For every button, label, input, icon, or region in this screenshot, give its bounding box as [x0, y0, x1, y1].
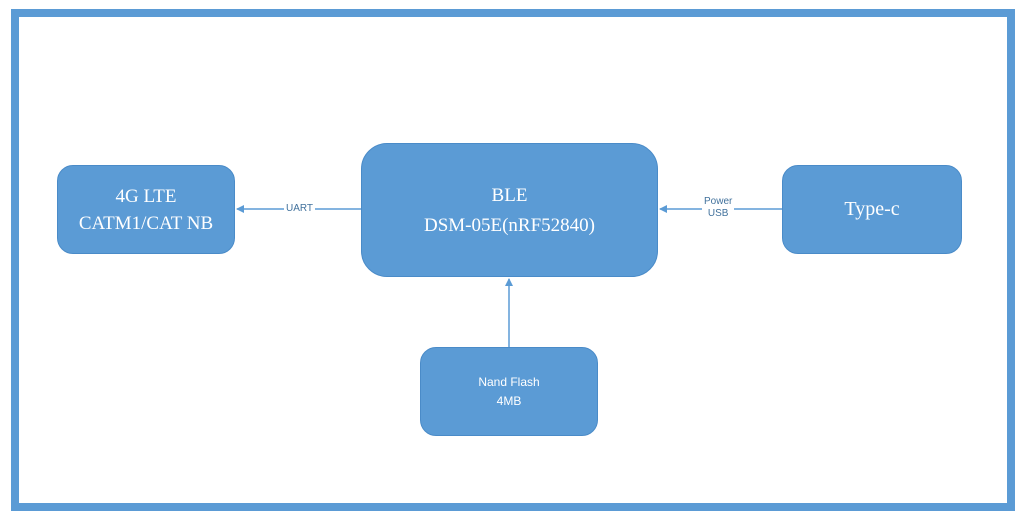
power-usb-label: Power USB	[702, 196, 735, 220]
power-label: Power	[704, 196, 733, 207]
ble-title: BLE	[491, 184, 528, 206]
usb-label: USB	[707, 208, 729, 219]
lte-module-block: 4G LTE CATM1/CAT NB	[57, 165, 235, 254]
lte-title: 4G LTE	[115, 185, 177, 207]
ble-subtitle: DSM-05E(nRF52840)	[423, 214, 595, 236]
lte-subtitle: CATM1/CAT NB	[78, 212, 214, 234]
nand-title: Nand Flash	[478, 374, 540, 389]
nand-flash-block: Nand Flash 4MB	[420, 347, 598, 436]
typec-title: Type-c	[844, 198, 900, 220]
typec-block: Type-c	[782, 165, 962, 254]
uart-label: UART	[284, 203, 316, 215]
ble-module-block: BLE DSM-05E(nRF52840)	[361, 143, 658, 277]
nand-size: 4MB	[496, 393, 522, 408]
